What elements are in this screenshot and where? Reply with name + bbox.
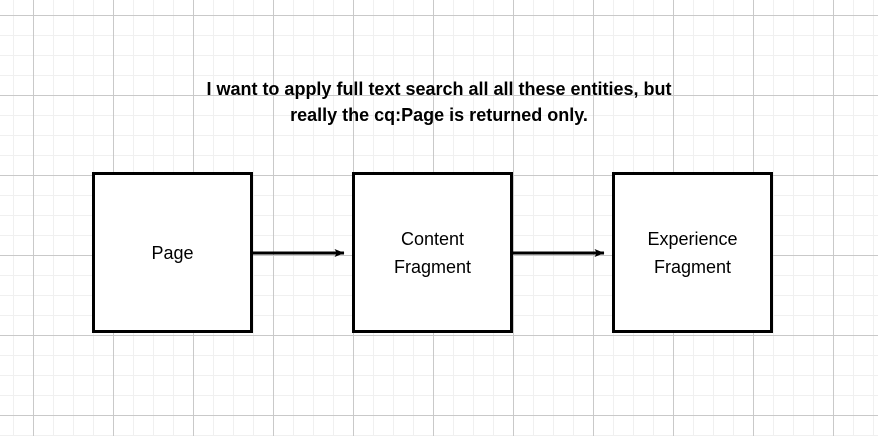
node-experience-fragment[interactable]: Experience Fragment	[612, 172, 773, 333]
node-content-fragment-label: Content Fragment	[393, 228, 472, 277]
node-experience-fragment-label: Experience Fragment	[647, 228, 738, 277]
node-page[interactable]: Page	[92, 172, 253, 333]
node-page-label: Page	[151, 242, 194, 263]
node-content-fragment[interactable]: Content Fragment	[352, 172, 513, 333]
diagram-annotation-text: I want to apply full text search all all…	[206, 79, 672, 125]
